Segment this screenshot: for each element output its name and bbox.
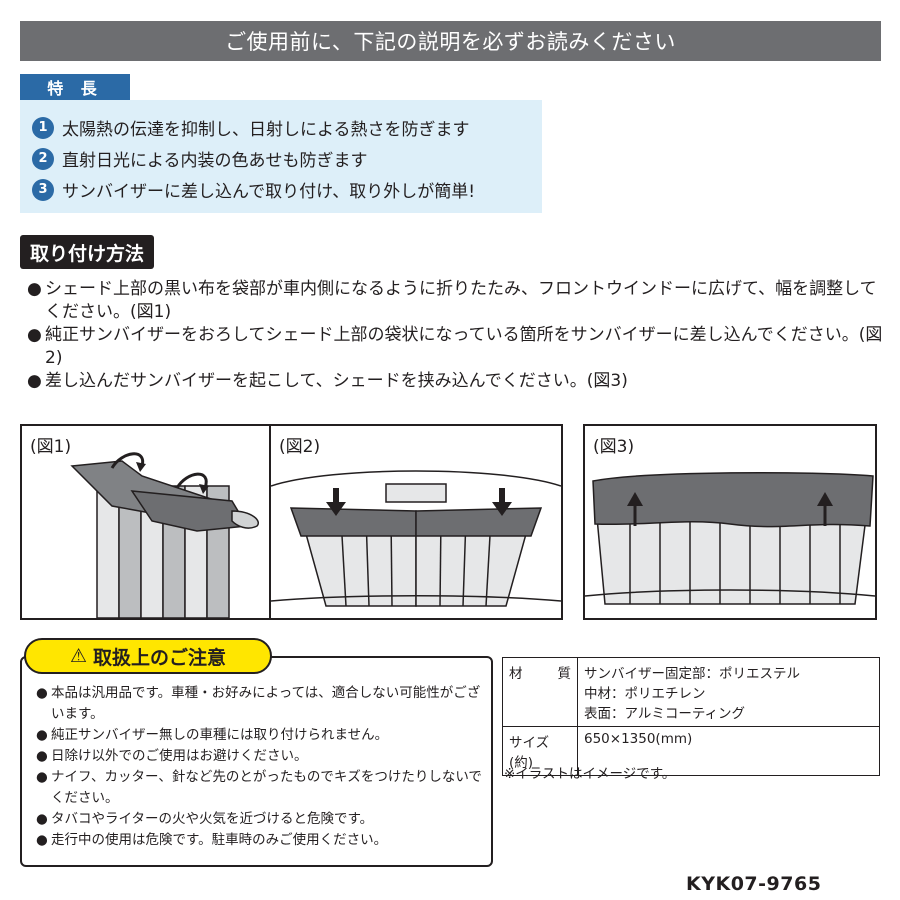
visor-raise-illustration <box>585 471 875 605</box>
material-label: 材質 <box>502 657 578 727</box>
bullet: ● <box>36 748 48 764</box>
figure-label: (図2) <box>279 432 321 457</box>
down-arrow-icon <box>326 488 346 516</box>
bullet: ● <box>27 279 42 299</box>
feature-text: 直射日光による内装の色あせも防ぎます <box>62 151 368 171</box>
bullet: ● <box>36 832 48 848</box>
visor-insert-illustration <box>271 470 561 607</box>
warning-icon: ⚠ <box>69 645 88 667</box>
feature-item: 1 太陽熱の伝達を抑制し、日射しによる熱さを防ぎます <box>32 112 542 143</box>
down-arrow-icon <box>492 488 512 516</box>
illustration-note: ※イラストはイメージです。 <box>504 766 676 782</box>
feature-text: サンバイザーに差し込んで取り付け、取り外しが簡単! <box>62 182 476 202</box>
header-banner: ご使用前に、下記の説明を必ずお読みください <box>20 21 881 61</box>
material-line: 表面：アルミコーティング <box>584 706 746 722</box>
instruction-item: ● 純正サンバイザーをおろしてシェード上部の袋状になっている箇所をサンバイザーに… <box>27 324 887 370</box>
instruction-item: ● シェード上部の黒い布を袋部が車内側になるように折りたたみ、フロントウインドー… <box>27 278 887 324</box>
caution-list: ●本品は汎用品です。車種・お好みによっては、適合しない可能性がございます。 ●純… <box>36 683 486 851</box>
caution-title: ⚠ 取扱上のご注意 <box>24 638 272 674</box>
figure-3: (図3) <box>583 424 877 620</box>
mounting-label: 取り付け方法 <box>20 235 155 269</box>
up-arrow-icon <box>627 492 643 506</box>
figure-label: (図3) <box>593 432 635 457</box>
caution-title-text: 取扱上のご注意 <box>93 646 227 669</box>
material-label-char: 材 <box>509 666 523 682</box>
figure-2: (図2) <box>269 424 563 620</box>
caution-item: ●本品は汎用品です。車種・お好みによっては、適合しない可能性がございます。 <box>36 683 486 725</box>
table-row: 材質 サンバイザー固定部：ポリエステル 中材：ポリエチレン 表面：アルミコーティ… <box>502 657 880 727</box>
caution-item: ●タバコやライターの火や火気を近づけると危険です。 <box>36 809 486 830</box>
arrow-icon <box>199 484 209 494</box>
figure-label: (図1) <box>30 432 72 457</box>
table-row: サイズ(約) 650×1350(mm) <box>502 726 880 776</box>
number-badge-icon: 3 <box>32 178 54 201</box>
material-value: サンバイザー固定部：ポリエステル 中材：ポリエチレン 表面：アルミコーティング <box>577 657 880 727</box>
material-line: サンバイザー固定部：ポリエステル <box>584 666 800 682</box>
bullet: ● <box>36 811 48 827</box>
number-badge-icon: 1 <box>32 116 54 139</box>
caution-text: 走行中の使用は危険です。駐車時のみご使用ください。 <box>51 832 388 848</box>
features-label: 特 長 <box>20 74 130 100</box>
caution-item: ●ナイフ、カッター、針など先のとがったものでキズをつけたりしないでください。 <box>36 767 486 809</box>
feature-item: 3 サンバイザーに差し込んで取り付け、取り外しが簡単! <box>32 174 542 205</box>
feature-item: 2 直射日光による内装の色あせも防ぎます <box>32 143 542 174</box>
caution-text: 日除け以外でのご使用はお避けください。 <box>51 748 308 764</box>
feature-text: 太陽熱の伝達を抑制し、日射しによる熱さを防ぎます <box>62 120 470 140</box>
mounting-instructions: ● シェード上部の黒い布を袋部が車内側になるように折りたたみ、フロントウインドー… <box>27 278 887 393</box>
caution-item: ●純正サンバイザー無しの車種には取り付けられません。 <box>36 725 486 746</box>
instruction-text: 純正サンバイザーをおろしてシェード上部の袋状になっている箇所をサンバイザーに差し… <box>45 325 883 368</box>
features-box: 1 太陽熱の伝達を抑制し、日射しによる熱さを防ぎます 2 直射日光による内装の色… <box>20 100 542 213</box>
caution-text: 本品は汎用品です。車種・お好みによっては、適合しない可能性がございます。 <box>51 685 481 722</box>
material-line: 中材：ポリエチレン <box>584 686 706 702</box>
caution-text: 純正サンバイザー無しの車種には取り付けられません。 <box>51 727 389 743</box>
size-label: サイズ(約) <box>502 726 578 776</box>
product-code: KYK07-9765 <box>686 873 822 895</box>
arrow-icon <box>136 462 146 472</box>
bullet: ● <box>36 685 48 701</box>
instruction-text: 差し込んだサンバイザーを起こして、シェードを挟み込んでください。(図3) <box>45 371 628 391</box>
up-arrow-icon <box>817 492 833 506</box>
bullet: ● <box>27 325 42 345</box>
spec-table: 材質 サンバイザー固定部：ポリエステル 中材：ポリエチレン 表面：アルミコーティ… <box>502 657 880 776</box>
caution-item: ●走行中の使用は危険です。駐車時のみご使用ください。 <box>36 830 486 851</box>
bullet: ● <box>36 769 48 785</box>
caution-item: ●日除け以外でのご使用はお避けください。 <box>36 746 486 767</box>
figure-1: (図1) <box>20 424 314 620</box>
size-value: 650×1350(mm) <box>577 726 880 776</box>
instruction-item: ● 差し込んだサンバイザーを起こして、シェードを挟み込んでください。(図3) <box>27 370 887 393</box>
material-label-char: 質 <box>557 666 572 682</box>
instruction-text: シェード上部の黒い布を袋部が車内側になるように折りたたみ、フロントウインドーに広… <box>45 279 877 322</box>
bullet: ● <box>27 371 42 391</box>
caution-text: タバコやライターの火や火気を近づけると危険です。 <box>51 811 374 827</box>
number-badge-icon: 2 <box>32 147 54 170</box>
bullet: ● <box>36 727 48 743</box>
caution-text: ナイフ、カッター、針など先のとがったものでキズをつけたりしないでください。 <box>51 769 482 806</box>
shade-fold-illustration <box>70 452 259 618</box>
